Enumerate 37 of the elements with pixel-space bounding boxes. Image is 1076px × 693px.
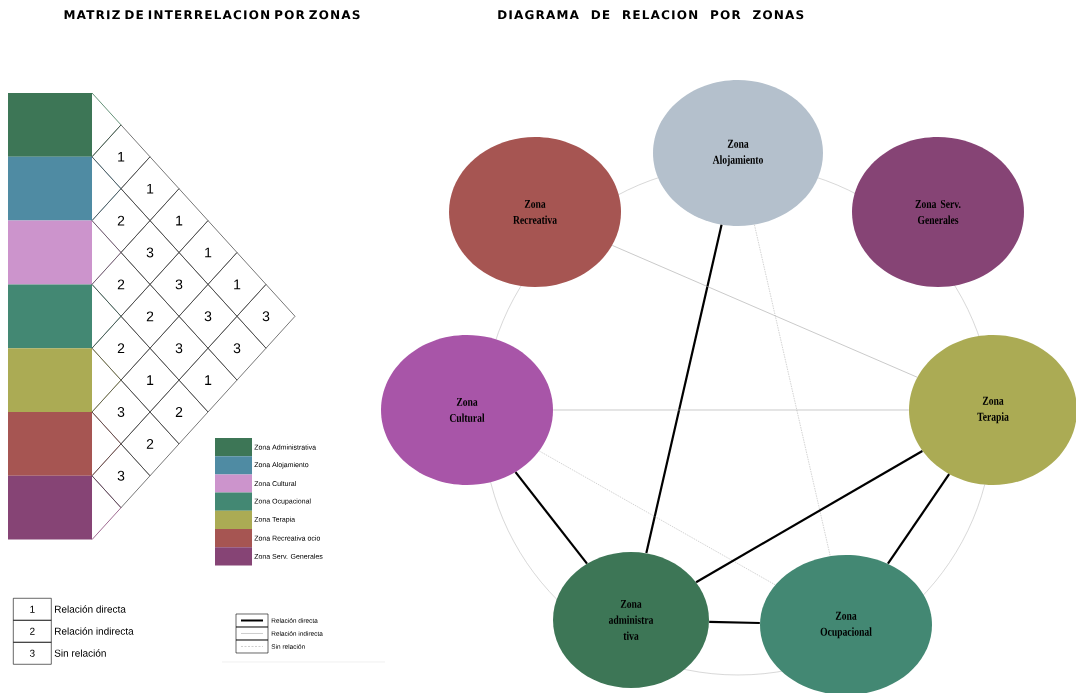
matrix-number: 2 — [117, 343, 125, 354]
matrix-number: 1 — [205, 375, 212, 385]
matrix-number: 1 — [118, 152, 125, 162]
connector-line — [887, 473, 951, 565]
matrix-number: 1 — [176, 215, 183, 226]
connector-line — [709, 620, 760, 625]
matrix-number: 3 — [117, 470, 125, 481]
matrix-number: 3 — [175, 343, 183, 354]
connector-line — [539, 450, 776, 586]
connector-line — [514, 471, 588, 565]
matrix-number: 2 — [146, 311, 154, 322]
key-box: 2 — [13, 620, 52, 643]
connector-line — [645, 224, 723, 554]
connector-line — [611, 245, 918, 378]
matrix-number: 1 — [147, 183, 154, 194]
title: MATRIZ DE INTERRELACION POR ZONAS — [64, 10, 360, 20]
matrix-number: 2 — [175, 407, 183, 417]
matrix-number: 3 — [233, 343, 241, 354]
matrix-number: 3 — [204, 311, 212, 322]
connector-line — [754, 224, 831, 557]
matrix-number: 3 — [146, 247, 154, 258]
legend-text: Relación indirecta — [55, 627, 134, 635]
matrix-number: 2 — [117, 215, 125, 226]
matrix-number: 2 — [146, 439, 154, 449]
title: DIAGRAMA DE RELACION POR ZONAS — [498, 10, 804, 20]
legend-text: Sin relación — [54, 649, 106, 657]
matrix-number: 3 — [117, 407, 125, 417]
matrix-number: 1 — [147, 375, 154, 385]
matrix-number: 1 — [205, 247, 212, 258]
key-box: 1 — [13, 598, 52, 621]
matrix-number: 3 — [175, 279, 183, 290]
matrix-number: 2 — [117, 279, 125, 290]
connector-line — [695, 450, 923, 584]
legend-text: Relación directa — [55, 605, 126, 613]
matrix-number: 3 — [262, 311, 270, 322]
key-box: 3 — [13, 642, 52, 665]
matrix-number: 1 — [234, 279, 241, 290]
